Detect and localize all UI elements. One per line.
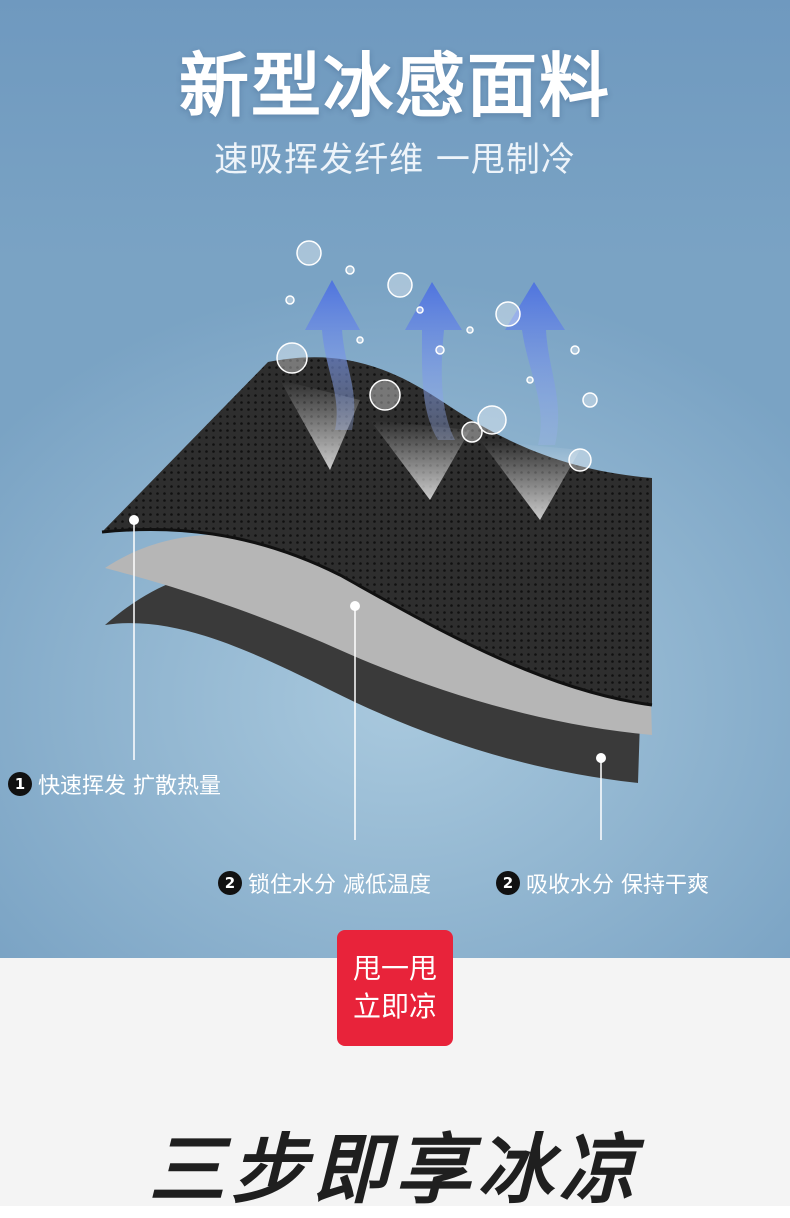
feature-label-evaporate: 1 快速挥发 扩散热量: [8, 768, 221, 800]
feature-label-absorb: 2 吸收水分 保持干爽: [496, 867, 709, 899]
feature-text: 吸收水分 保持干爽: [526, 873, 709, 898]
fabric-illustration: [101, 240, 653, 840]
page-title: 新型冰感面料: [179, 45, 611, 127]
feature-label-lock-moisture: 2 锁住水分 减低温度: [218, 867, 431, 899]
water-bubbles: [276, 240, 598, 472]
badge-line-1: 甩一甩: [352, 952, 437, 985]
section-title: 三步即享冰凉: [149, 1125, 641, 1214]
fabric-bottom-layer: [105, 572, 640, 783]
step-number-badge: 2: [496, 871, 520, 895]
shake-cool-badge: 甩一甩 立即凉: [337, 930, 453, 1046]
feature-text: 锁住水分 减低温度: [248, 873, 431, 898]
page-subtitle: 速吸挥发纤维 一甩制冷: [214, 140, 576, 180]
badge-line-2: 立即凉: [352, 990, 437, 1023]
feature-text: 快速挥发 扩散热量: [38, 774, 221, 799]
hero-section: 新型冰感面料 速吸挥发纤维 一甩制冷: [0, 0, 790, 958]
evaporation-arrows: [305, 280, 565, 445]
step-number-badge: 1: [8, 772, 32, 796]
callout-pointers: [133, 520, 602, 840]
fabric-middle-layer: [105, 534, 652, 735]
step-number-badge: 2: [218, 871, 242, 895]
